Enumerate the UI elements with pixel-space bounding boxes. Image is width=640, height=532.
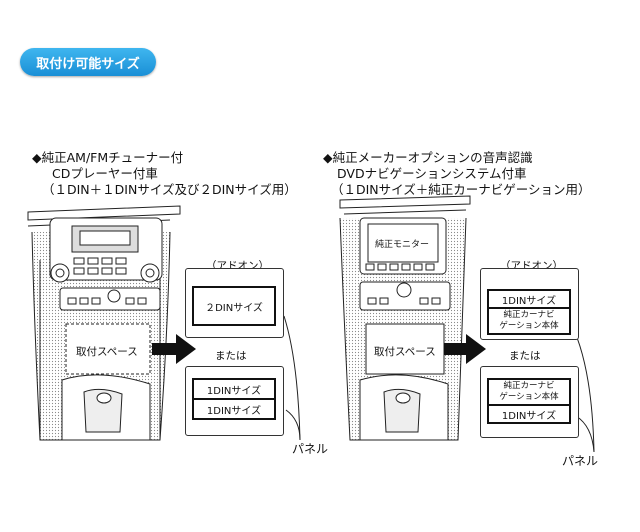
left-dashboard-drawing	[27, 205, 181, 441]
right-caption-line-2: DVDナビゲーションシステム付車	[337, 166, 527, 181]
right-or-label: または	[509, 350, 541, 362]
left-slot-1din-bottom: 1DINサイズ	[192, 398, 276, 420]
left-panel-leader-line	[283, 315, 301, 441]
left-or-label: または	[215, 350, 247, 362]
right-panel-label: パネル	[562, 454, 599, 468]
left-install-space-box	[65, 323, 151, 375]
right-caption-line-3: （１DINサイズ＋純正カーナビゲーション用）	[331, 182, 591, 197]
left-arrow	[152, 334, 196, 364]
right-caption: ◆純正メーカーオプションの音声認識 DVDナビゲーションシステム付車 （１DIN…	[323, 150, 591, 198]
right-dashboard-drawing	[339, 195, 471, 441]
right-install-space-box	[365, 323, 445, 375]
left-caption: ◆純正AM/FMチューナー付 CDプレーヤー付車 （１DIN＋１DINサイズ及び…	[32, 150, 297, 198]
right-caption-line-1: ◆純正メーカーオプションの音声認識	[323, 150, 533, 165]
left-slot-1din-top: 1DINサイズ	[192, 378, 276, 400]
left-caption-line-1: ◆純正AM/FMチューナー付	[32, 150, 184, 165]
left-caption-line-2: CDプレーヤー付車	[52, 166, 158, 181]
right-slot-1din: 1DINサイズ	[487, 289, 571, 309]
right-arrow	[444, 334, 486, 364]
right-slot-navi-unit-b: 純正カーナビ ゲーション本体	[487, 378, 571, 406]
size-tag: 取付け可能サイズ	[20, 48, 156, 76]
right-monitor-label: 純正モニター	[375, 240, 430, 250]
left-slot-2din: ２DINサイズ	[192, 286, 276, 326]
left-caption-line-3: （１DIN＋１DINサイズ及び２DINサイズ用）	[42, 182, 297, 197]
left-install-space-label: 取付スペース	[76, 346, 138, 358]
right-install-space-label: 取付スペース	[374, 346, 436, 358]
right-slot-navi-unit: 純正カーナビ ゲーション本体	[487, 307, 571, 335]
left-panel-label: パネル	[292, 442, 329, 456]
right-slot-1din-b: 1DINサイズ	[487, 404, 571, 424]
